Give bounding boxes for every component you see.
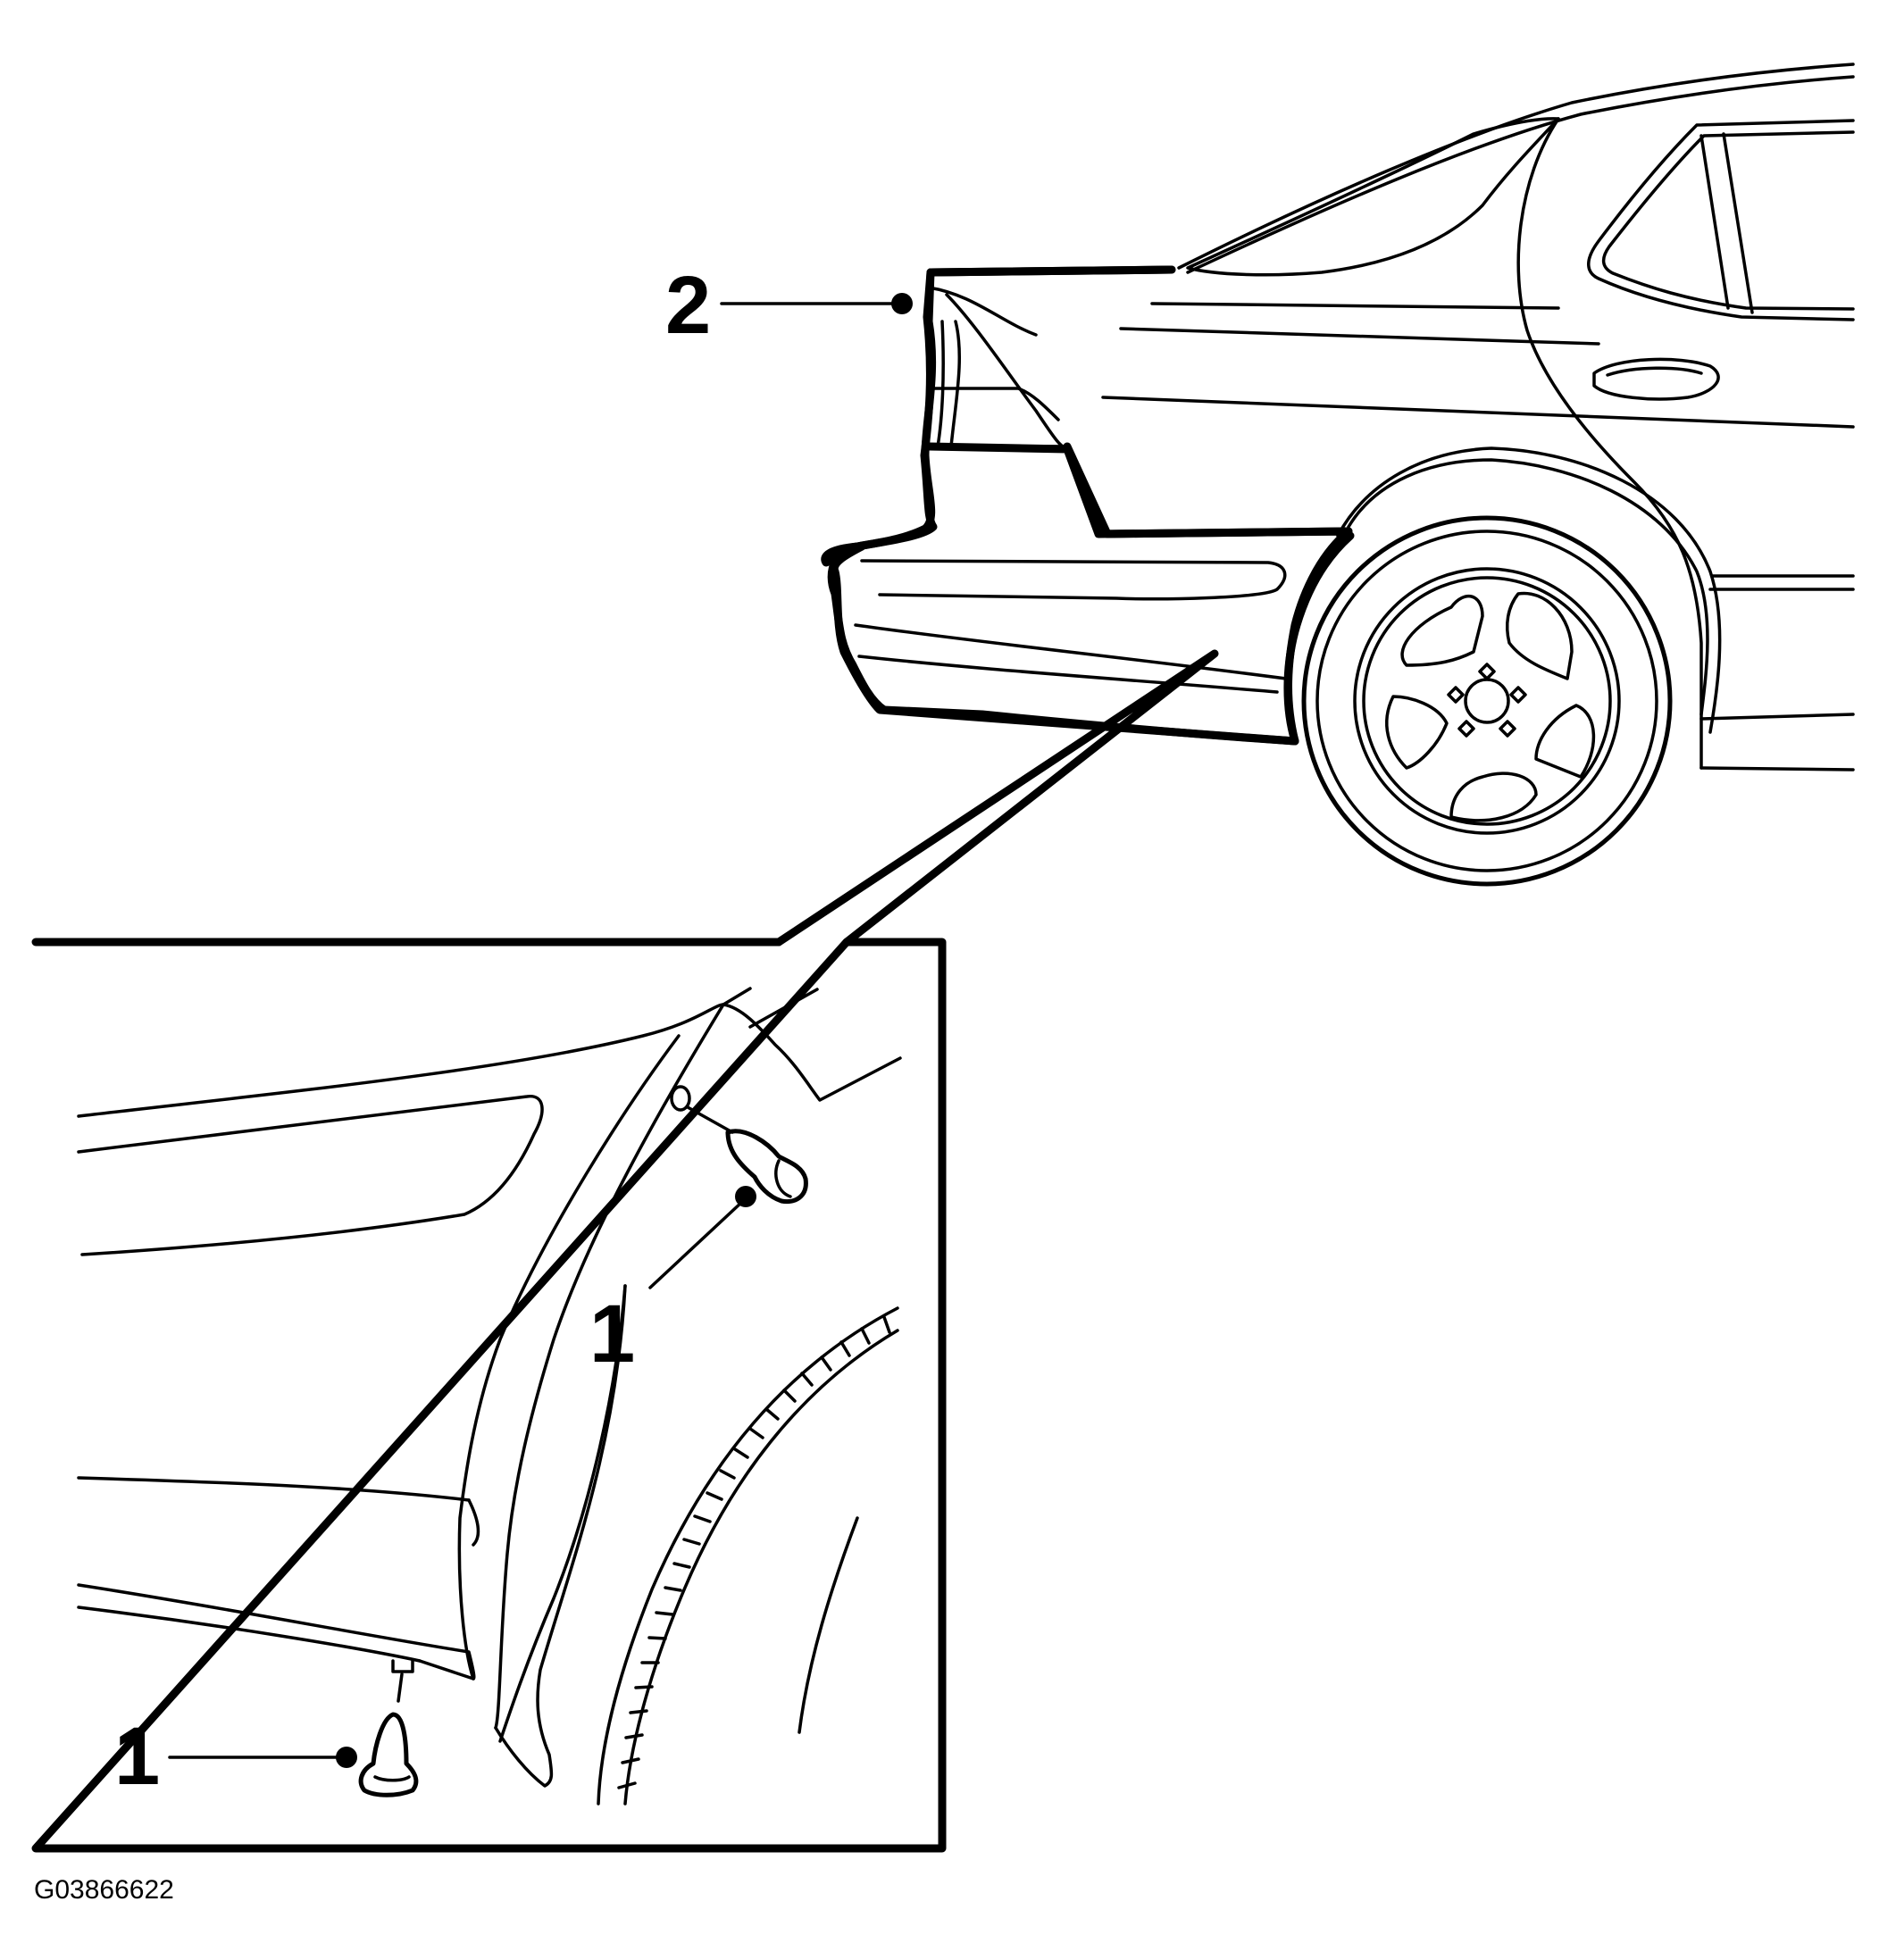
zoom-lines bbox=[774, 649, 1219, 947]
rear-wheel bbox=[1301, 515, 1673, 887]
car-rear-view bbox=[821, 63, 1855, 887]
figure-id: G03866622 bbox=[34, 1875, 174, 1905]
callout-1-lower-label: 1 bbox=[114, 1711, 160, 1802]
callout-2: 2 bbox=[665, 260, 913, 351]
upper-fastener bbox=[670, 1085, 808, 1205]
lower-clip-icon bbox=[358, 1712, 419, 1797]
roof-outline bbox=[1177, 63, 1855, 270]
door-handle bbox=[1592, 357, 1720, 401]
callout-1-lower: 1 bbox=[114, 1711, 357, 1802]
side-reflector bbox=[77, 1095, 544, 1256]
callout-1-upper-label: 1 bbox=[589, 1289, 635, 1380]
rear-door-window bbox=[1587, 119, 1855, 321]
tread-ticks bbox=[617, 1315, 891, 1789]
lower-fastener bbox=[358, 1659, 419, 1797]
callout-1-upper: 1 bbox=[589, 1186, 756, 1380]
callout-2-label: 2 bbox=[665, 260, 711, 351]
upper-screw-icon bbox=[725, 1129, 808, 1205]
tire-tread bbox=[597, 1306, 899, 1806]
rear-window bbox=[1186, 117, 1560, 277]
detail-inset: 1 1 bbox=[31, 938, 947, 1853]
